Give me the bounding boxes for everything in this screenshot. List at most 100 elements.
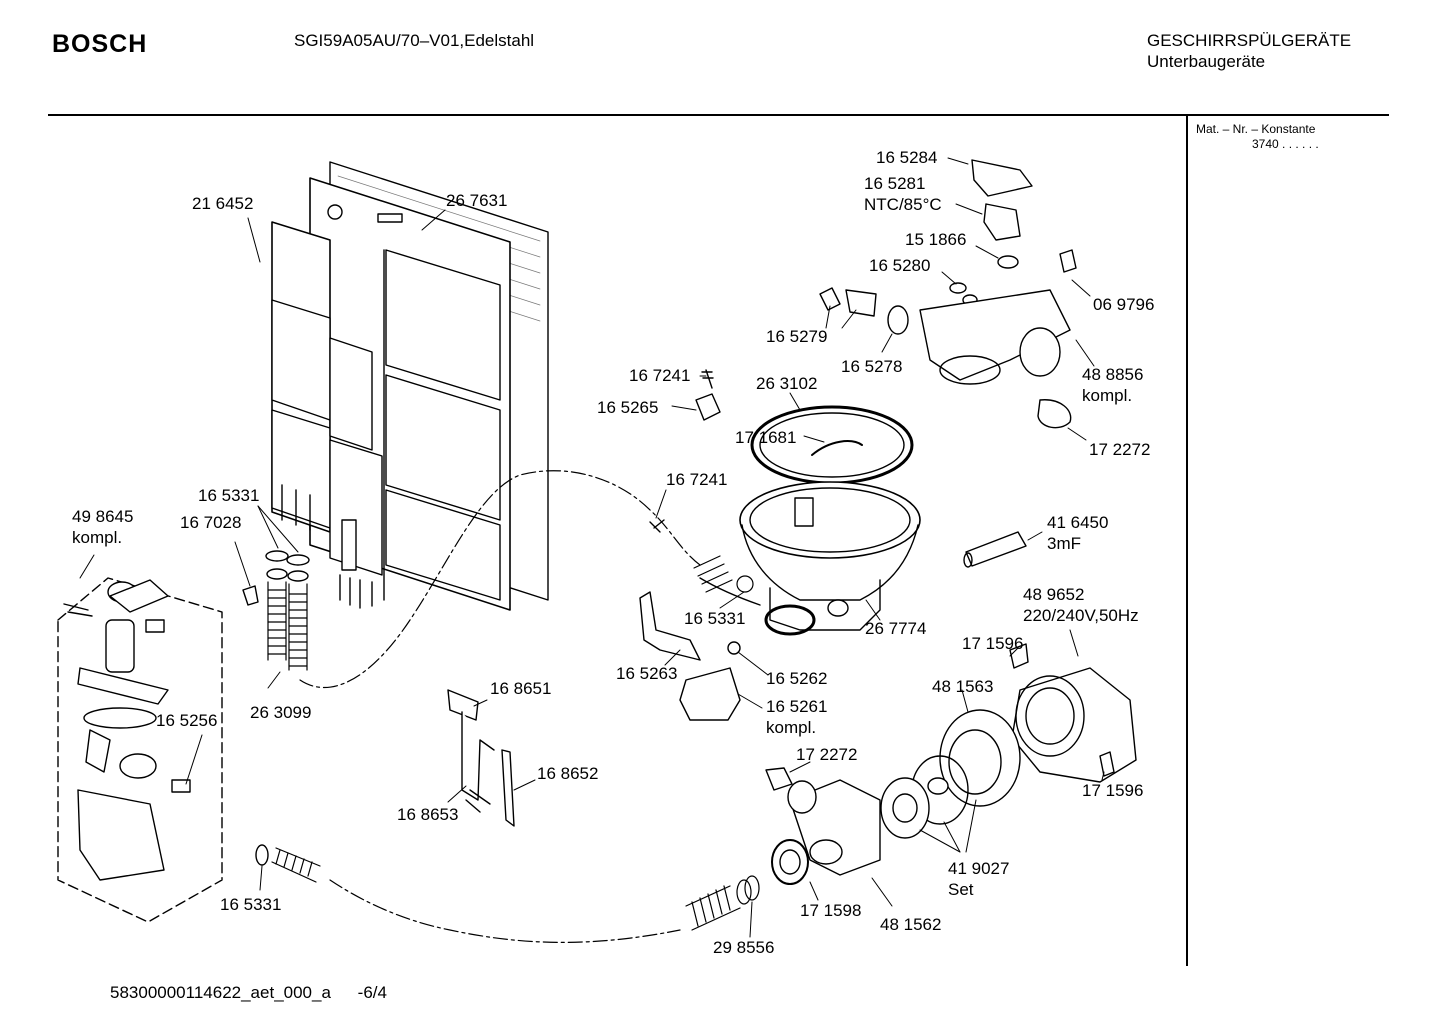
part-label-16-8651: 16 8651 bbox=[490, 678, 551, 699]
header-rule bbox=[48, 114, 1389, 116]
footer-doc-id: 58300000114622_aet_000_a -6/4 bbox=[110, 983, 387, 1003]
category-title: GESCHIRRSPÜLGERÄTE bbox=[1147, 31, 1352, 50]
part-number: 17 1598 bbox=[800, 901, 862, 920]
mat-number-block: Mat. – Nr. – Konstante 3740 . . . . . . bbox=[1196, 122, 1319, 152]
part-note: Set bbox=[948, 880, 974, 899]
part-number: 48 1562 bbox=[880, 915, 942, 934]
connection-lines bbox=[299, 470, 701, 943]
part-number: 15 1866 bbox=[905, 230, 967, 249]
brand-logo: BOSCH bbox=[52, 30, 148, 58]
part-number: 48 8856 bbox=[1082, 365, 1144, 384]
part-number: 17 1596 bbox=[1082, 781, 1144, 800]
part-number: 17 1681 bbox=[735, 428, 797, 447]
heat-exchanger-panel bbox=[309, 161, 549, 611]
sump-assembly bbox=[699, 405, 921, 636]
part-number: 16 5331 bbox=[220, 895, 282, 914]
part-number: 16 5279 bbox=[766, 327, 828, 346]
spring-hose-middle bbox=[693, 555, 754, 593]
part-number: 17 1596 bbox=[962, 634, 1024, 653]
part-label-16-5278: 16 5278 bbox=[841, 356, 902, 377]
part-number: 26 7631 bbox=[446, 191, 508, 210]
part-label-16-5263: 16 5263 bbox=[616, 663, 677, 684]
part-label-48-8856: 48 8856 kompl. bbox=[1082, 364, 1143, 406]
part-label-17-1681: 17 1681 bbox=[735, 427, 796, 448]
part-number: 17 2272 bbox=[796, 745, 858, 764]
sensor-cover bbox=[819, 159, 1077, 429]
part-number: 29 8556 bbox=[713, 938, 775, 957]
part-label-16-5331-c: 16 5331 bbox=[684, 608, 745, 629]
part-number: 16 5280 bbox=[869, 256, 931, 275]
part-number: 06 9796 bbox=[1093, 295, 1155, 314]
part-number: 16 5278 bbox=[841, 357, 903, 376]
part-label-16-5279: 16 5279 bbox=[766, 326, 827, 347]
part-label-26-7631: 26 7631 bbox=[446, 190, 507, 211]
part-number: 16 5262 bbox=[766, 669, 828, 688]
sidebar-divider bbox=[1186, 116, 1188, 966]
model-title: SGI59A05AU/70–V01,Edelstahl bbox=[294, 31, 535, 50]
part-number: 16 5331 bbox=[684, 609, 746, 628]
pump-housing bbox=[765, 709, 1021, 885]
inlet-hose-bottom bbox=[255, 844, 321, 883]
mat-number-title: Mat. – Nr. – Konstante bbox=[1196, 122, 1316, 136]
part-label-16-5265: 16 5265 bbox=[597, 397, 658, 418]
part-label-26-3099: 26 3099 bbox=[250, 702, 311, 723]
part-number: 16 8653 bbox=[397, 805, 459, 824]
hose-pair bbox=[242, 550, 310, 671]
part-note: kompl. bbox=[72, 528, 123, 547]
screw-small bbox=[649, 369, 721, 533]
part-label-48-1563: 48 1563 bbox=[932, 676, 993, 697]
part-label-21-6452: 21 6452 bbox=[192, 193, 253, 214]
doc-id: 58300000114622_aet_000_a bbox=[110, 983, 331, 1002]
part-number: 41 9027 bbox=[948, 859, 1010, 878]
part-label-17-2272-b: 17 2272 bbox=[796, 744, 857, 765]
part-number: 16 7028 bbox=[180, 513, 242, 532]
part-note: kompl. bbox=[1082, 386, 1133, 405]
part-number: 21 6452 bbox=[192, 194, 254, 213]
part-label-16-5331: 16 5331 bbox=[198, 485, 259, 506]
part-label-16-5331-b: 16 5331 bbox=[220, 894, 281, 915]
part-label-16-5262: 16 5262 bbox=[766, 668, 827, 689]
page-number: -6/4 bbox=[357, 983, 387, 1002]
part-label-16-5284: 16 5284 bbox=[876, 147, 937, 168]
part-note: 3mF bbox=[1047, 534, 1081, 553]
part-number: 48 9652 bbox=[1023, 585, 1085, 604]
part-label-16-7241-b: 16 7241 bbox=[666, 469, 727, 490]
part-number: 16 5281 bbox=[864, 174, 926, 193]
part-label-17-2272: 17 2272 bbox=[1089, 439, 1150, 460]
part-number: 16 8651 bbox=[490, 679, 552, 698]
part-label-48-9652: 48 9652 220/240V,50Hz bbox=[1023, 584, 1139, 626]
part-label-16-7241: 16 7241 bbox=[629, 365, 690, 386]
part-label-17-1596: 17 1596 bbox=[962, 633, 1023, 654]
part-number: 16 5331 bbox=[198, 486, 260, 505]
flow-heater-bracket bbox=[639, 591, 741, 721]
part-label-26-7774: 26 7774 bbox=[865, 618, 926, 639]
part-label-17-1596-b: 17 1596 bbox=[1082, 780, 1143, 801]
part-label-17-1598: 17 1598 bbox=[800, 900, 861, 921]
part-number: 16 5261 bbox=[766, 697, 828, 716]
part-label-06-9796: 06 9796 bbox=[1093, 294, 1154, 315]
part-number: 17 2272 bbox=[1089, 440, 1151, 459]
leader-lines bbox=[79, 157, 1105, 938]
part-label-26-3102: 26 3102 bbox=[756, 373, 817, 394]
pump-motor bbox=[1009, 643, 1137, 783]
part-label-48-1562: 48 1562 bbox=[880, 914, 941, 935]
part-number: 48 1563 bbox=[932, 677, 994, 696]
part-number: 26 7774 bbox=[865, 619, 927, 638]
part-note: NTC/85°C bbox=[864, 195, 942, 214]
part-number: 16 7241 bbox=[629, 366, 691, 385]
panel-backplate bbox=[271, 221, 383, 609]
part-label-29-8556: 29 8556 bbox=[713, 937, 774, 958]
capacitor bbox=[963, 531, 1027, 568]
part-number: 26 3102 bbox=[756, 374, 818, 393]
part-note: 220/240V,50Hz bbox=[1023, 606, 1139, 625]
part-number: 16 8652 bbox=[537, 764, 599, 783]
part-number: 26 3099 bbox=[250, 703, 312, 722]
part-number: 16 5265 bbox=[597, 398, 659, 417]
water-inlet-assembly-box bbox=[57, 577, 223, 923]
part-label-16-8652: 16 8652 bbox=[537, 763, 598, 784]
